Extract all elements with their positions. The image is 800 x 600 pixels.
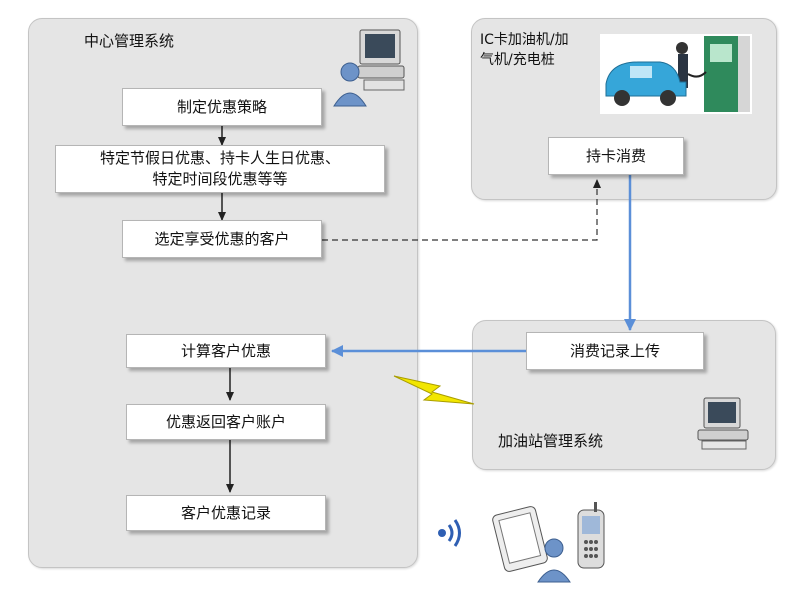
mobile-devices-icon [492, 502, 605, 583]
fuel-station-icon [600, 34, 752, 114]
center-management-title: 中心管理系统 [84, 32, 175, 50]
lightning-icon [393, 375, 475, 405]
step-discount-types: 特定节假日优惠、持卡人生日优惠、 特定时间段优惠等等 [55, 145, 385, 193]
step-discount-record: 客户优惠记录 [126, 495, 326, 531]
step-select-customers: 选定享受优惠的客户 [122, 220, 322, 258]
computer-icon [697, 397, 749, 450]
dashed-link-customers-to-card [322, 179, 601, 241]
step-card-consumption: 持卡消费 [548, 137, 684, 175]
step-make-policy: 制定优惠策略 [122, 88, 322, 126]
wireless-signal-icon [438, 519, 461, 547]
step-calculate-discount: 计算客户优惠 [126, 334, 326, 368]
step-upload-records: 消费记录上传 [526, 332, 704, 370]
step-return-to-account: 优惠返回客户账户 [126, 404, 326, 440]
fuel-dispenser-title: IC卡加油机/加 气机/充电桩 [480, 32, 569, 68]
user-computer-icon [333, 29, 405, 107]
station-management-title: 加油站管理系统 [498, 432, 604, 450]
